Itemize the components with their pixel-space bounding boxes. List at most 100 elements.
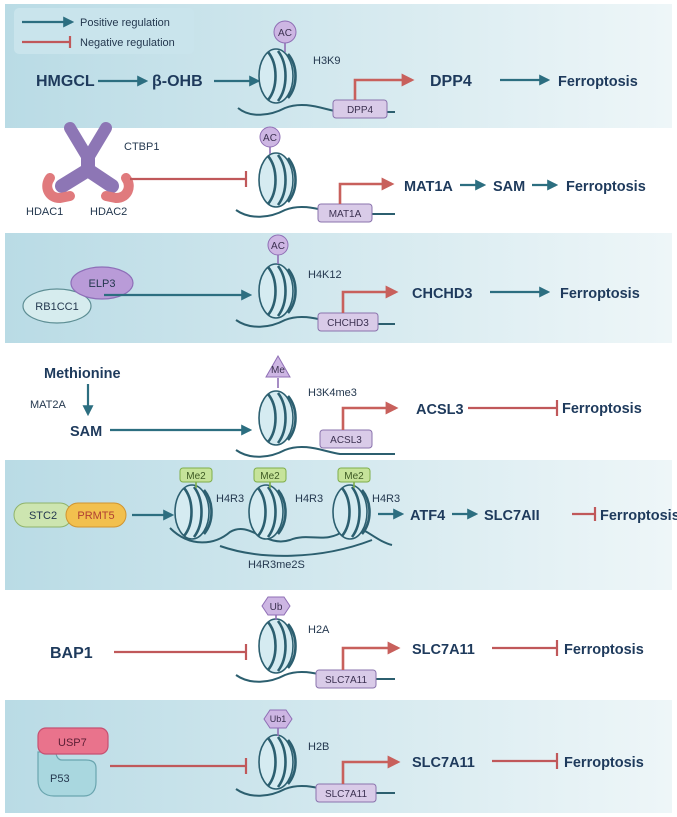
dimethyl-mark-icon: [253, 467, 287, 483]
complex-ctbp1: CTBP1: [124, 141, 159, 153]
acetyl-mark-icon: [273, 20, 297, 44]
outcome-ferroptosis: Ferroptosis: [560, 286, 640, 302]
outcome-ferroptosis: Ferroptosis: [566, 179, 646, 195]
mark-label: Me: [271, 365, 285, 376]
gene-box-label: MAT1A: [329, 209, 362, 220]
gene-box-label: CHCHD3: [327, 318, 369, 329]
gene-atf4: ATF4: [410, 508, 445, 524]
substrate-methionine: Methionine: [44, 366, 121, 382]
panel-7: P53 USP7 Ub1 H2B SLC7A11 SLC7A11 Ferropt…: [37, 709, 644, 803]
outcome-ferroptosis: Ferroptosis: [558, 74, 638, 90]
acetyl-mark-icon: [259, 126, 281, 148]
ubiquitin-mark-icon: [263, 709, 293, 729]
complex-stc2: STC2: [29, 510, 57, 522]
rb1cc1-protein-icon: [22, 288, 92, 324]
mark-label: Me2: [186, 471, 206, 482]
complex-prmt5: PRMT5: [77, 510, 114, 522]
panel-4: Methionine MAT2A SAM Me H3K4me3 ACSL3 AC…: [30, 354, 642, 458]
transcription-arrow-icon: [341, 641, 401, 670]
gene-box: [319, 429, 373, 449]
product-sam: SAM: [493, 179, 525, 195]
panel-3: RB1CC1 ELP3 AC H4K12 CHCHD3 CHCHD3 Ferro…: [22, 234, 640, 332]
histone-site: H4R3: [372, 493, 400, 505]
gene-box-label: DPP4: [347, 105, 374, 116]
transcription-arrow-icon: [338, 177, 395, 204]
histone-site: H4K12: [308, 269, 342, 281]
gene-box: [317, 203, 373, 223]
gene-box: [317, 312, 379, 332]
legend-positive-label: Positive regulation: [80, 17, 170, 29]
gene-chchd3: CHCHD3: [412, 286, 472, 302]
histone-site: H2A: [308, 624, 330, 636]
histone-site: H2B: [308, 741, 329, 753]
complex-usp7: USP7: [58, 737, 87, 749]
panel-6: BAP1 Ub H2A SLC7A11 SLC7A11 Ferroptosis: [50, 596, 644, 689]
methyl-mark-icon: [265, 354, 291, 378]
nucleosome-icon: [257, 151, 297, 209]
histone-site: H4R3: [295, 493, 323, 505]
regulator-hmgcl: HMGCL: [36, 73, 95, 90]
product-sam: SAM: [70, 424, 102, 440]
panel-2: CTBP1 HDAC1 HDAC2 AC MAT1A MAT1A SAM Fer…: [26, 122, 646, 223]
usp7-protein-icon: [37, 727, 109, 755]
outcome-ferroptosis: Ferroptosis: [600, 508, 677, 524]
mark-label: Ub: [270, 602, 283, 613]
acetyl-mark-icon: [267, 234, 289, 256]
target-slc7aii: SLC7AII: [484, 508, 540, 524]
enzyme-mat2a: MAT2A: [30, 399, 67, 411]
panel-5: STC2 PRMT5 Me2 Me2 Me2 H4R3 H4R3 H4R3 H4…: [13, 467, 677, 571]
mark-label: Ub1: [270, 714, 287, 724]
outcome-ferroptosis: Ferroptosis: [564, 642, 644, 658]
transcription-arrow-icon: [341, 755, 401, 784]
histone-site: H4R3: [216, 493, 244, 505]
outcome-ferroptosis: Ferroptosis: [562, 401, 642, 417]
transcription-arrow-icon: [341, 285, 399, 313]
elp3-protein-icon: [70, 266, 134, 300]
gene-acsl3: ACSL3: [416, 402, 464, 418]
legend: Positive regulation Negative regulation: [14, 8, 194, 54]
histone-site: H3K9: [313, 55, 341, 67]
nucleosome-icon: [257, 617, 297, 675]
ubiquitin-mark-icon: [261, 596, 291, 616]
mark-label: AC: [271, 241, 285, 252]
p53-protein-icon: [37, 751, 97, 797]
legend-negative-label: Negative regulation: [80, 37, 175, 49]
mark-label: Me2: [344, 471, 364, 482]
gene-box-label: SLC7A11: [325, 789, 368, 800]
dimethyl-mark-icon: [179, 467, 213, 483]
mark-label: AC: [263, 133, 277, 144]
nucleosome-icon: [257, 389, 297, 447]
complex-hdac1: HDAC1: [26, 206, 63, 218]
outcome-ferroptosis: Ferroptosis: [564, 755, 644, 771]
regulator-bap1: BAP1: [50, 645, 93, 662]
nucleosome-icon: [173, 483, 213, 541]
complex-p53: P53: [50, 773, 70, 785]
gene-box-label: SLC7A11: [325, 675, 368, 686]
prmt5-protein-icon: [65, 502, 127, 528]
gene-slc7a11: SLC7A11: [412, 642, 475, 658]
gene-mat1a: MAT1A: [404, 179, 453, 195]
gene-box: [315, 669, 377, 689]
transcription-arrow-icon: [353, 73, 415, 100]
gene-box: [315, 783, 377, 803]
nucleosome-icon: [257, 733, 297, 791]
modification-h4r3me2s: H4R3me2S: [248, 559, 305, 571]
ctbp1-complex-icon: [42, 122, 134, 204]
nucleosome-icon: [257, 262, 297, 320]
transcription-arrow-icon: [341, 401, 399, 430]
nucleosome-icon: [257, 47, 297, 105]
histone-site: H3K4me3: [308, 387, 357, 399]
nucleosome-icon: [247, 483, 287, 541]
dimethyl-mark-icon: [337, 467, 371, 483]
gene-slc7a11: SLC7A11: [412, 755, 475, 771]
complex-hdac2: HDAC2: [90, 206, 127, 218]
gene-box-label: ACSL3: [330, 435, 362, 446]
gene-box: [332, 99, 388, 119]
panel-1: HMGCL β-OHB AC H3K9 DPP4 DPP4 Ferroptosi…: [36, 20, 638, 119]
complex-elp3: ELP3: [89, 278, 116, 290]
complex-rb1cc1: RB1CC1: [35, 301, 78, 313]
mark-label: Me2: [260, 471, 280, 482]
mark-label: AC: [278, 28, 292, 39]
